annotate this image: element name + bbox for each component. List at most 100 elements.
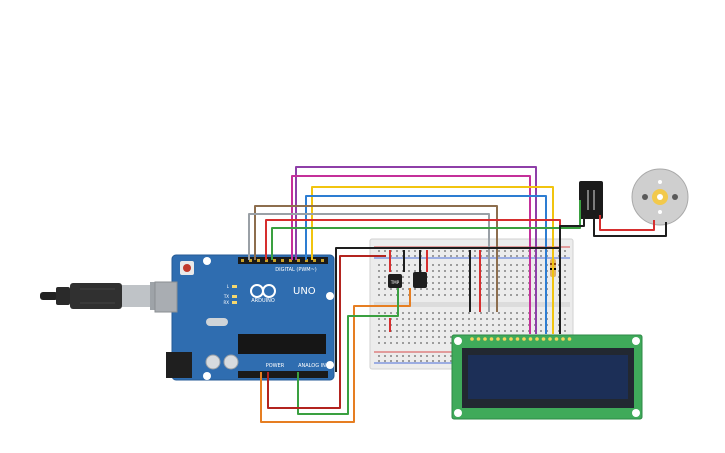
breadboard-hole <box>450 255 452 257</box>
breadboard-hole <box>414 294 416 296</box>
power-label: POWER <box>266 363 285 369</box>
breadboard-hole <box>378 324 380 326</box>
breadboard-hole <box>426 336 428 338</box>
relay-module[interactable] <box>579 181 603 219</box>
lcd-pin <box>567 337 572 341</box>
breadboard-hole <box>444 288 446 290</box>
breadboard-hole <box>498 324 500 326</box>
lcd-pin <box>522 337 526 341</box>
usb-cable[interactable] <box>40 282 174 310</box>
breadboard-hole <box>474 294 476 296</box>
breadboard-hole <box>420 324 422 326</box>
breadboard-hole <box>444 264 446 266</box>
breadboard-hole <box>456 318 458 320</box>
breadboard-hole <box>564 288 566 290</box>
breadboard-hole <box>444 276 446 278</box>
lcd-pin <box>548 337 552 341</box>
breadboard-hole <box>390 342 392 344</box>
breadboard-hole <box>486 294 488 296</box>
breadboard-hole <box>402 294 404 296</box>
breadboard-hole <box>384 342 386 344</box>
breadboard-hole <box>564 312 566 314</box>
breadboard-hole <box>510 318 512 320</box>
breadboard-hole <box>384 318 386 320</box>
breadboard-hole <box>426 360 428 362</box>
breadboard-hole <box>492 330 494 332</box>
breadboard-hole <box>408 250 410 252</box>
breadboard-hole <box>564 264 566 266</box>
breadboard-hole <box>408 312 410 314</box>
breadboard-hole <box>402 336 404 338</box>
breadboard-hole <box>450 318 452 320</box>
breadboard-hole <box>462 318 464 320</box>
wire-red-bottom <box>267 255 386 409</box>
breadboard-hole <box>504 270 506 272</box>
dc-motor[interactable] <box>631 168 689 226</box>
breadboard-hole <box>432 250 434 252</box>
breadboard-hole <box>378 282 380 284</box>
breadboard-hole <box>456 255 458 257</box>
breadboard-hole <box>462 324 464 326</box>
breadboard-hole <box>504 276 506 278</box>
breadboard-hole <box>432 330 434 332</box>
breadboard-hole <box>540 330 542 332</box>
breadboard-hole <box>522 282 524 284</box>
breadboard-hole <box>474 264 476 266</box>
breadboard-hole <box>462 255 464 257</box>
breadboard-hole <box>540 270 542 272</box>
transistor[interactable] <box>413 272 427 288</box>
breadboard-hole <box>498 264 500 266</box>
breadboard-hole <box>378 336 380 338</box>
breadboard-hole <box>510 288 512 290</box>
breadboard-hole <box>378 342 380 344</box>
breadboard-hole <box>504 330 506 332</box>
breadboard-hole <box>444 294 446 296</box>
breadboard-hole <box>462 270 464 272</box>
breadboard-hole <box>402 288 404 290</box>
breadboard-hole <box>432 355 434 357</box>
breadboard-hole <box>420 330 422 332</box>
lcd-screen <box>468 355 628 399</box>
wire-orange <box>260 288 411 423</box>
breadboard-hole <box>510 312 512 314</box>
breadboard-hole <box>522 324 524 326</box>
breadboard-hole <box>498 312 500 314</box>
breadboard-hole <box>414 255 416 257</box>
breadboard-hole <box>384 312 386 314</box>
breadboard-hole <box>438 282 440 284</box>
temperature-sensor[interactable]: TMP <box>388 274 402 288</box>
breadboard-hole <box>378 270 380 272</box>
lcd-16x2[interactable] <box>451 334 643 420</box>
breadboard-hole <box>492 288 494 290</box>
breadboard-hole <box>378 264 380 266</box>
indicator-l: L <box>227 284 230 289</box>
breadboard-hole <box>516 282 518 284</box>
breadboard-hole <box>510 250 512 252</box>
breadboard-hole <box>510 282 512 284</box>
lcd-pin <box>541 337 546 341</box>
breadboard-hole <box>468 324 470 326</box>
brand-label: ARDUINO <box>251 298 275 304</box>
breadboard-hole <box>510 330 512 332</box>
breadboard-hole <box>408 342 410 344</box>
breadboard-hole <box>504 288 506 290</box>
arduino-uno[interactable]: ARDUINO UNO DIGITAL (PWM~) POWER ANALOG … <box>154 254 335 381</box>
breadboard-hole <box>432 270 434 272</box>
breadboard-hole <box>498 318 500 320</box>
breadboard-hole <box>384 330 386 332</box>
breadboard-hole <box>444 360 446 362</box>
breadboard-hole <box>432 294 434 296</box>
breadboard-hole <box>450 324 452 326</box>
wire-black-relay <box>559 215 585 334</box>
breadboard-hole <box>522 255 524 257</box>
breadboard-hole <box>474 312 476 314</box>
breadboard-hole <box>564 250 566 252</box>
wire-yellow <box>311 186 554 334</box>
breadboard-hole <box>438 288 440 290</box>
breadboard-hole <box>432 336 434 338</box>
breadboard-hole <box>378 312 380 314</box>
breadboard-hole <box>504 294 506 296</box>
breadboard-hole <box>378 318 380 320</box>
breadboard-hole <box>432 318 434 320</box>
